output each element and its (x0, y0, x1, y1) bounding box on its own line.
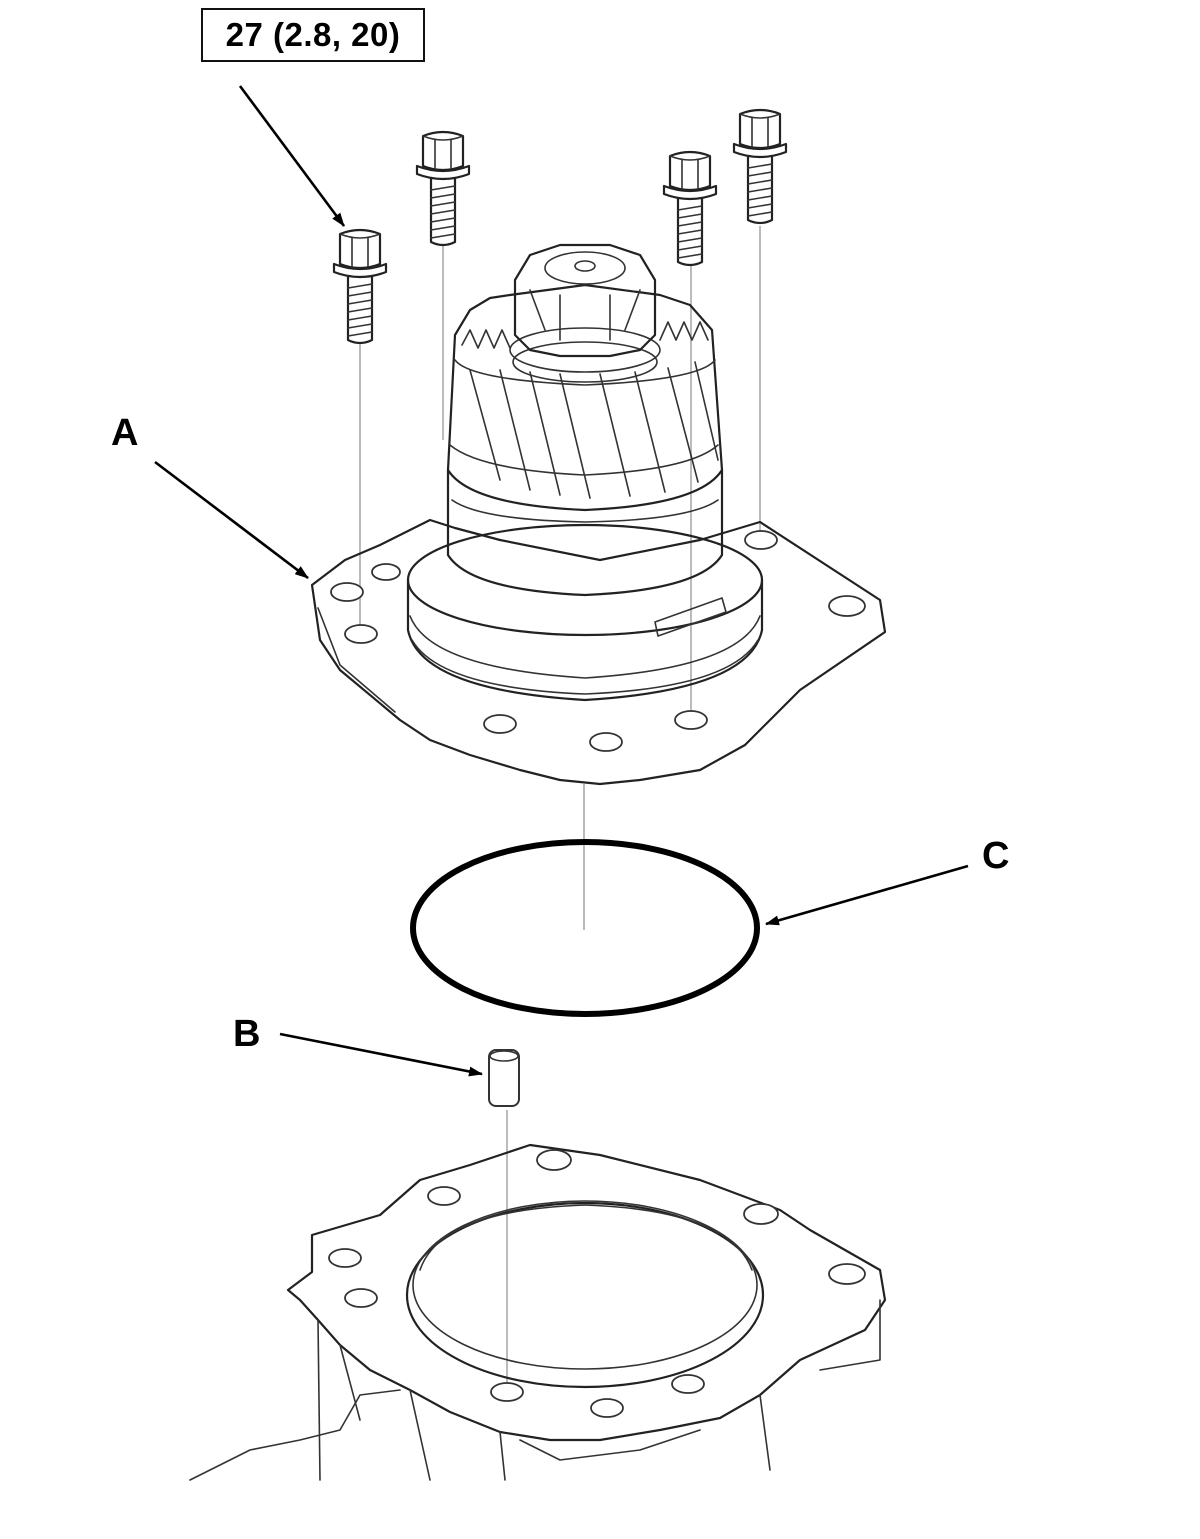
callout-a-leader (154, 460, 309, 580)
dowel-pin-icon (488, 1049, 520, 1107)
callout-b-label: B (233, 1013, 261, 1055)
alignment-guides (359, 226, 761, 1390)
housing-assembly-icon (310, 243, 887, 786)
callout-c-label: C (982, 835, 1010, 877)
torque-spec-label: 27 (2.8, 20) (201, 8, 425, 62)
o-ring-icon (410, 839, 760, 1017)
transfer-case-icon (189, 1143, 887, 1481)
leader-lines (154, 85, 969, 1077)
callout-c-leader (765, 864, 969, 926)
torque-leader (238, 85, 346, 227)
callout-b-leader (279, 1032, 483, 1077)
callout-a-label: A (111, 412, 139, 454)
